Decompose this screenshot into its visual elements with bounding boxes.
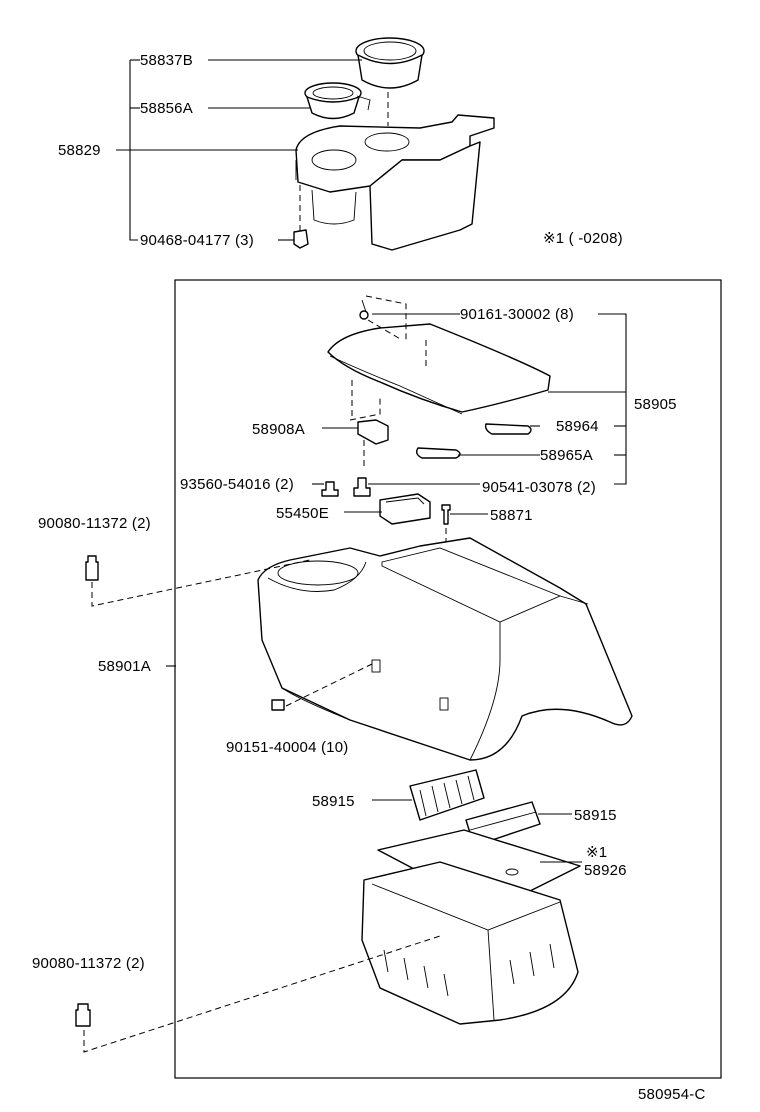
screws-upper: [321, 477, 371, 497]
assembly-frame: [174, 279, 722, 1079]
label-58837B: 58837B: [140, 52, 193, 69]
lower-leader-lines: [166, 313, 627, 863]
console-body-58901A: [257, 537, 633, 761]
hinge-58964: [484, 423, 532, 435]
hinge-58965A: [415, 447, 461, 459]
label-90151-40004: 90151-40004 (10): [226, 739, 348, 756]
label-58964: 58964: [556, 418, 599, 435]
label-90080-11372-upper: 90080-11372 (2): [38, 515, 151, 532]
label-90541-03078: 90541-03078 (2): [482, 479, 596, 496]
bracket-58908A: [357, 419, 389, 445]
label-58905: 58905: [634, 396, 677, 413]
box-55450E: [379, 493, 431, 525]
note-applicability: ※1 ( -0208): [543, 230, 623, 247]
bolt-90080-lower: [75, 1003, 91, 1027]
label-93560-54016: 93560-54016 (2): [180, 476, 294, 493]
label-note-mark: ※1: [586, 844, 607, 861]
bolt-90151: [271, 699, 285, 711]
label-58829: 58829: [58, 142, 101, 159]
label-90468-04177: 90468-04177 (3): [140, 232, 254, 249]
bolt-90080-upper: [85, 555, 99, 581]
label-58965A: 58965A: [540, 447, 593, 464]
figure-code: 580954-C: [638, 1086, 705, 1103]
screw-58871: [441, 504, 451, 525]
cup-holder-assembly: [293, 37, 495, 251]
label-58926: 58926: [584, 862, 627, 879]
label-58915-left: 58915: [312, 793, 355, 810]
label-58901A: 58901A: [98, 658, 151, 675]
label-58915-right: 58915: [574, 807, 617, 824]
console-lid: [327, 295, 551, 421]
label-58856A: 58856A: [140, 100, 193, 117]
label-55450E: 55450E: [276, 505, 329, 522]
lower-tray: [361, 861, 579, 1025]
label-58908A: 58908A: [252, 421, 305, 438]
label-90080-11372-lower: 90080-11372 (2): [32, 955, 145, 972]
upper-bracket-leader: [116, 59, 362, 241]
label-58871: 58871: [490, 507, 533, 524]
label-90161-30002: 90161-30002 (8): [460, 306, 574, 323]
